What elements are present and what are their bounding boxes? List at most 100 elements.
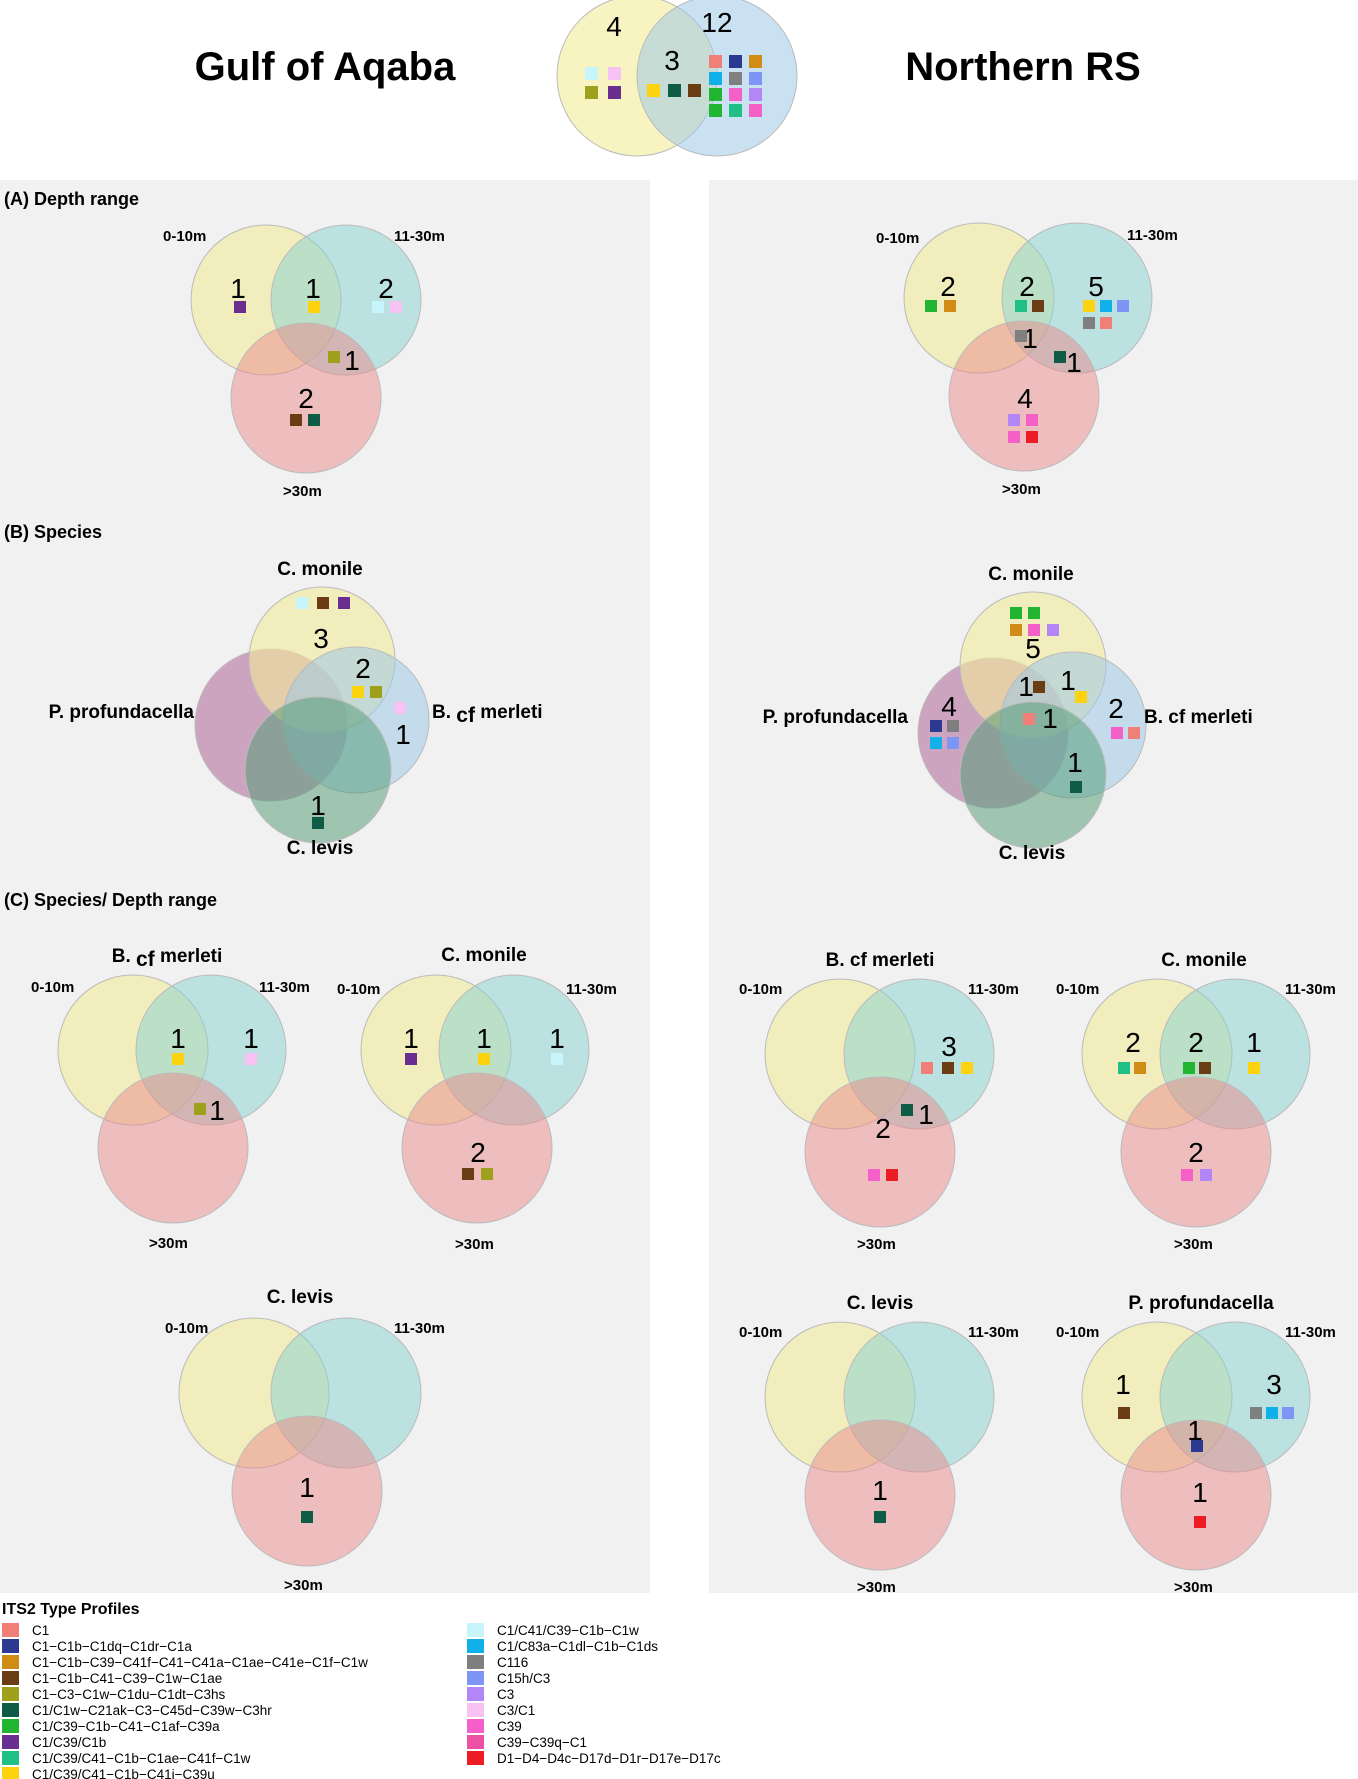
svg-text:>30m: >30m <box>1174 1236 1213 1253</box>
venn-goa-levis-depth: C. levis 0-10m 11-30m >30m 1 <box>165 1287 445 1594</box>
profile-marker <box>1118 1407 1130 1419</box>
profile-marker <box>290 414 302 426</box>
profile-marker <box>390 301 402 313</box>
profile-marker <box>608 86 621 99</box>
profile-marker <box>749 104 762 117</box>
svg-text:5: 5 <box>1088 271 1104 302</box>
profile-marker <box>668 84 681 97</box>
profile-marker <box>308 301 320 313</box>
svg-text:>30m: >30m <box>857 1579 896 1596</box>
profile-marker <box>647 84 660 97</box>
title-northern-rs: Northern RS <box>905 45 1141 89</box>
profile-marker <box>868 1169 880 1181</box>
svg-text:1: 1 <box>1042 703 1058 734</box>
profile-marker <box>1111 727 1123 739</box>
svg-text:C. monile: C. monile <box>988 564 1074 585</box>
venn-nrs-depth: 0-10m 11-30m >30m 2 2 5 1 1 4 <box>876 222 1178 498</box>
svg-text:1: 1 <box>872 1475 888 1506</box>
profile-marker <box>1033 681 1045 693</box>
svg-text:3: 3 <box>1266 1369 1282 1400</box>
profile-marker <box>947 737 959 749</box>
svg-text:11-30m: 11-30m <box>566 981 617 998</box>
svg-text:2: 2 <box>298 383 314 414</box>
svg-text:P. profundacella: P. profundacella <box>763 707 909 728</box>
svg-text:1: 1 <box>310 790 326 821</box>
profile-marker <box>1191 1440 1203 1452</box>
svg-text:11-30m: 11-30m <box>259 979 310 996</box>
svg-text:B. cf merleti: B. cf merleti <box>826 950 935 971</box>
profile-marker <box>481 1168 493 1180</box>
profile-marker <box>749 88 762 101</box>
profile-marker <box>709 104 722 117</box>
venn-nrs-monile-depth: C. monile 0-10m 11-30m >30m 2 2 1 2 <box>1056 950 1336 1253</box>
svg-text:11-30m: 11-30m <box>968 981 1019 998</box>
svg-text:0-10m: 0-10m <box>739 981 782 998</box>
svg-text:C. levis: C. levis <box>267 1287 334 1308</box>
legend-label: C1−C1b−C39−C41f−C41−C41a−C1ae−C41e−C1f−C… <box>32 1655 368 1670</box>
svg-text:2: 2 <box>1188 1137 1204 1168</box>
profile-marker <box>1266 1407 1278 1419</box>
venn-goa-merleti-depth: B. cf merleti 0-10m 11-30m >30m 1 1 1 <box>31 946 310 1252</box>
profile-marker <box>947 720 959 732</box>
profile-marker <box>312 817 324 829</box>
svg-text:4: 4 <box>941 691 957 722</box>
venn-goa-monile-depth: C. monile 0-10m 11-30m >30m 1 1 1 2 <box>337 945 617 1253</box>
svg-text:0-10m: 0-10m <box>31 979 74 996</box>
section-label-species-depth: (C) Species/ Depth range <box>4 890 217 910</box>
svg-text:B. cf merleti: B. cf merleti <box>432 702 543 727</box>
profile-marker <box>172 1053 184 1065</box>
profile-marker <box>1032 300 1044 312</box>
profile-marker <box>194 1103 206 1115</box>
profile-marker <box>944 300 956 312</box>
legend-swatch <box>2 1687 19 1701</box>
legend-swatch <box>2 1703 19 1717</box>
legend-swatch <box>2 1767 19 1779</box>
svg-text:11-30m: 11-30m <box>394 228 445 245</box>
title-gulf-of-aqaba: Gulf of Aqaba <box>195 45 456 89</box>
svg-text:>30m: >30m <box>284 1577 323 1594</box>
legend: ITS2 Type Profiles C1C1−C1b−C1dq−C1dr−C1… <box>2 1601 721 1779</box>
profile-marker <box>688 84 701 97</box>
profile-marker <box>961 1062 973 1074</box>
profile-marker <box>1026 431 1038 443</box>
count-gulf-only: 4 <box>606 11 622 42</box>
svg-text:1: 1 <box>403 1023 419 1054</box>
profile-marker <box>1010 607 1022 619</box>
svg-text:2: 2 <box>1019 271 1035 302</box>
svg-text:P. profundacella: P. profundacella <box>1128 1293 1274 1314</box>
legend-swatch <box>467 1719 484 1733</box>
svg-text:B. cf merleti: B. cf merleti <box>1144 707 1253 728</box>
legend-swatch <box>467 1687 484 1701</box>
svg-text:5: 5 <box>1025 633 1041 664</box>
svg-text:1: 1 <box>1067 747 1083 778</box>
legend-label: C1/C39/C41−C1b−C41j−C39u <box>32 1767 215 1779</box>
legend-swatch <box>2 1671 19 1685</box>
svg-text:2: 2 <box>470 1137 486 1168</box>
profile-marker <box>1134 1062 1146 1074</box>
svg-text:C. levis: C. levis <box>999 843 1066 864</box>
profile-marker <box>749 72 762 85</box>
svg-text:1: 1 <box>549 1023 565 1054</box>
legend-swatch <box>467 1735 484 1749</box>
svg-text:11-30m: 11-30m <box>1285 1324 1336 1341</box>
profile-marker <box>1194 1516 1206 1528</box>
profile-marker <box>338 597 350 609</box>
venn-nrs-profundacella-depth: P. profundacella 0-10m 11-30m >30m 1 3 1… <box>1056 1293 1336 1596</box>
svg-text:0-10m: 0-10m <box>739 1324 782 1341</box>
svg-text:0-10m: 0-10m <box>1056 1324 1099 1341</box>
svg-text:11-30m: 11-30m <box>394 1320 445 1337</box>
svg-text:1: 1 <box>1187 1415 1203 1446</box>
section-label-depth: (A) Depth range <box>4 189 139 209</box>
profile-marker <box>709 72 722 85</box>
svg-text:B. cf merleti: B. cf merleti <box>112 946 223 971</box>
svg-text:1: 1 <box>230 273 246 304</box>
legend-label: C39−C39q−C1 <box>497 1735 587 1750</box>
profile-marker <box>1008 414 1020 426</box>
legend-label: C1/C83a−C1dl−C1b−C1ds <box>497 1639 658 1654</box>
svg-text:>30m: >30m <box>857 1236 896 1253</box>
profile-marker <box>317 597 329 609</box>
profile-marker <box>729 88 742 101</box>
profile-marker <box>1199 1062 1211 1074</box>
profile-marker <box>462 1168 474 1180</box>
profile-marker <box>1083 317 1095 329</box>
